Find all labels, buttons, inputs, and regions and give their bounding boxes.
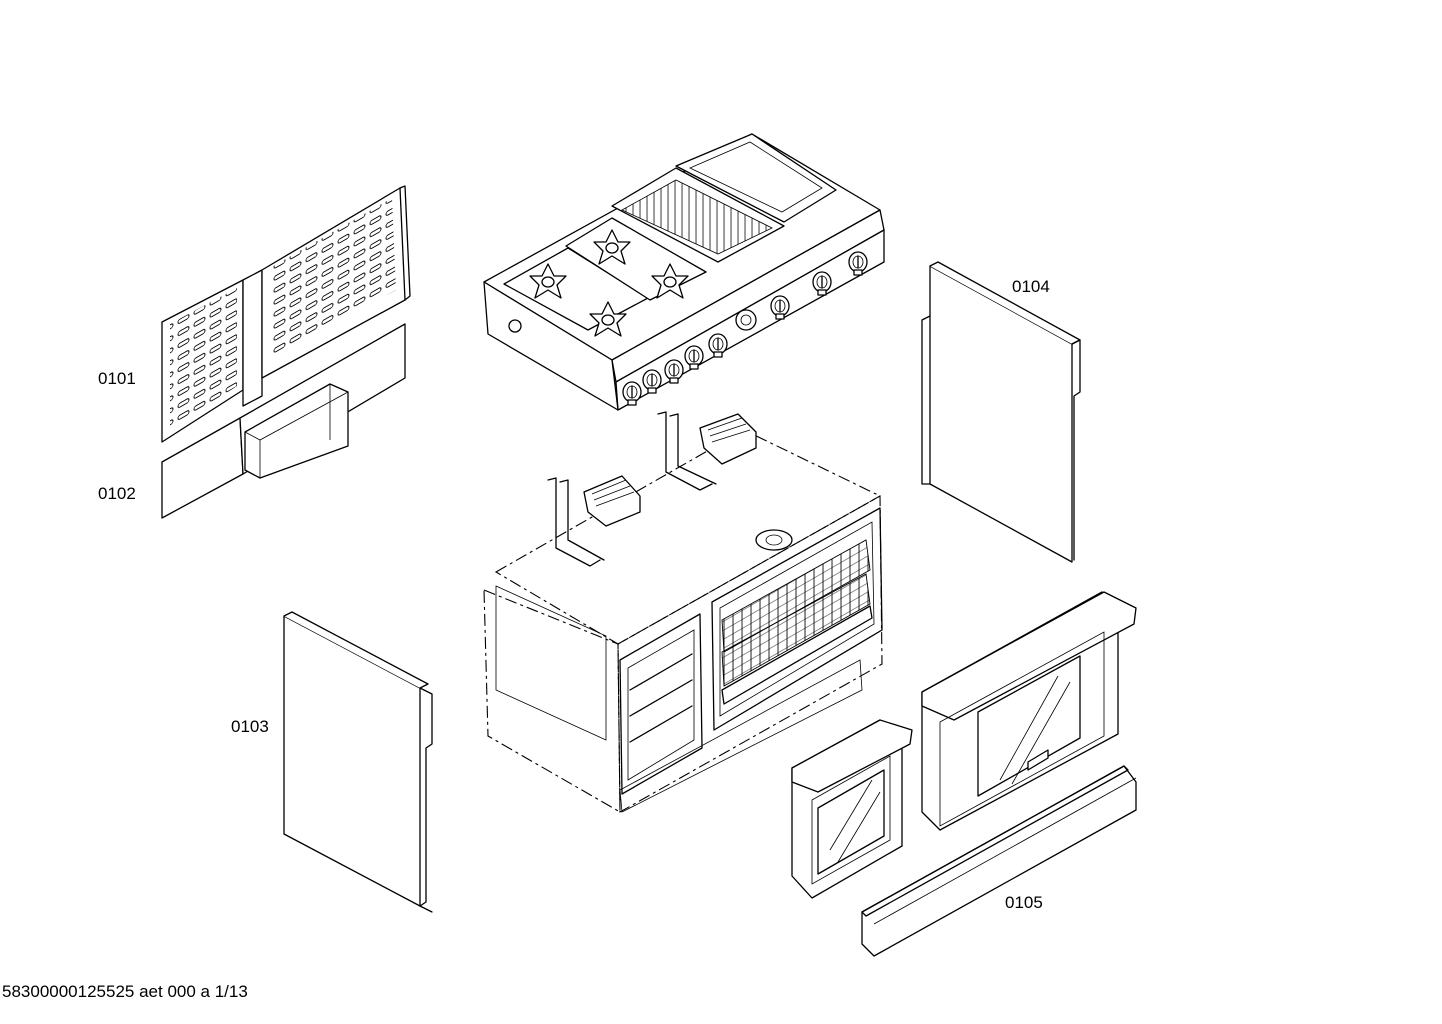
part-0103-side-panel — [283, 611, 433, 913]
part-0105-doors — [791, 591, 1137, 957]
part-label-0105: 0105 — [1005, 893, 1043, 912]
part-0104-side-panel — [921, 261, 1081, 563]
part-label-0103: 0103 — [231, 717, 269, 736]
oven-body — [483, 411, 883, 813]
part-label-0102: 0102 — [98, 484, 136, 503]
part-label-0104: 0104 — [1012, 277, 1050, 296]
part-0102-lower-panel — [161, 323, 406, 519]
cooktop-assembly — [483, 133, 885, 411]
part-label-0101: 0101 — [98, 369, 136, 388]
document-footer-id: 58300000125525 aet 000 a 1/13 — [2, 982, 248, 1001]
